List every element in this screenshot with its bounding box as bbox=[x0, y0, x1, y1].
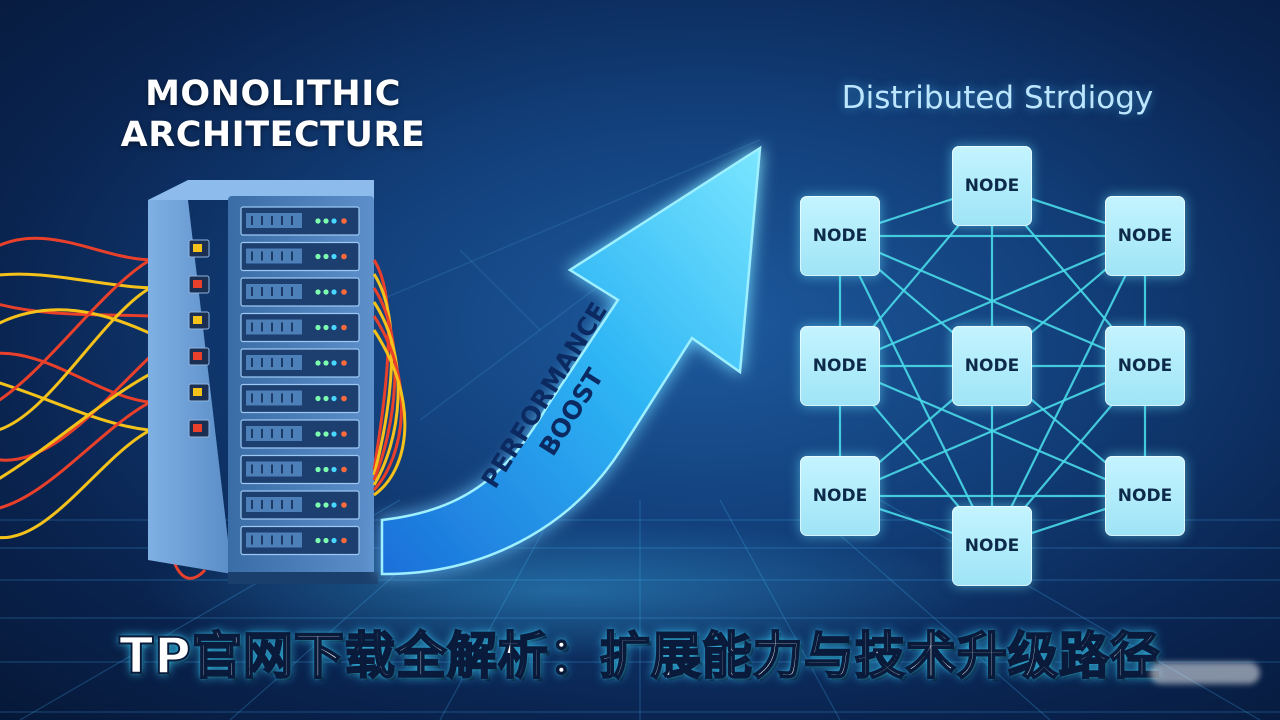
server-unit bbox=[240, 419, 360, 449]
cable bbox=[372, 273, 394, 476]
status-led bbox=[315, 502, 321, 508]
status-led bbox=[331, 537, 337, 544]
mesh-link bbox=[839, 364, 1146, 498]
node-upper-left: NODE bbox=[800, 196, 880, 276]
server-unit bbox=[240, 454, 360, 485]
status-led bbox=[331, 324, 337, 331]
port-plug bbox=[193, 244, 202, 252]
caption-title: TP官网下载全解析：扩展能力与技术升级路径 bbox=[118, 626, 1161, 686]
status-led bbox=[315, 289, 321, 295]
status-led bbox=[315, 218, 321, 224]
node-middle-left: NODE bbox=[800, 326, 880, 406]
status-led bbox=[315, 360, 321, 366]
node-center: NODE bbox=[952, 326, 1032, 406]
status-led bbox=[341, 253, 347, 260]
server-unit bbox=[240, 277, 360, 307]
server-unit bbox=[240, 490, 360, 520]
node-upper-right: NODE bbox=[1105, 196, 1185, 276]
node-middle-right: NODE bbox=[1105, 326, 1185, 406]
status-led bbox=[331, 466, 337, 473]
status-led bbox=[323, 253, 329, 260]
server-unit bbox=[240, 348, 360, 378]
status-led bbox=[341, 431, 347, 437]
server-unit bbox=[240, 312, 360, 343]
server-base bbox=[228, 572, 378, 584]
status-led bbox=[341, 289, 347, 295]
server-unit bbox=[240, 241, 360, 272]
server-unit-vent bbox=[246, 213, 302, 228]
node-bottom: NODE bbox=[952, 506, 1032, 586]
monolithic-title-line2: ARCHITECTURE bbox=[120, 115, 426, 155]
cable bbox=[372, 329, 407, 497]
node-top: NODE bbox=[952, 146, 1032, 226]
monolithic-title-line1: MONOLITHIC bbox=[145, 74, 401, 114]
status-led bbox=[341, 360, 347, 366]
status-led bbox=[315, 537, 321, 544]
status-led bbox=[323, 537, 329, 544]
server-unit bbox=[240, 525, 360, 556]
cable bbox=[372, 287, 397, 481]
cable bbox=[372, 315, 404, 492]
status-led bbox=[341, 502, 347, 508]
server-rack bbox=[148, 180, 378, 584]
server-ports bbox=[188, 239, 210, 438]
status-led bbox=[323, 502, 329, 508]
performance-arrow bbox=[380, 145, 762, 576]
server-unit-vent bbox=[246, 355, 302, 370]
status-led bbox=[315, 324, 321, 331]
server-unit-vent bbox=[246, 319, 302, 335]
status-led bbox=[341, 218, 347, 224]
server-unit-vent bbox=[246, 532, 302, 548]
watermark-blur bbox=[1150, 662, 1260, 684]
status-led bbox=[341, 537, 347, 544]
status-led bbox=[315, 466, 321, 473]
server-unit-vent bbox=[246, 248, 302, 264]
monolithic-title: MONOLITHIC ARCHITECTURE bbox=[118, 74, 428, 156]
status-led bbox=[315, 395, 321, 402]
port-plug bbox=[193, 316, 202, 324]
status-led bbox=[331, 395, 337, 402]
status-led bbox=[323, 289, 329, 295]
distributed-title: Distributed Strdiogy bbox=[841, 80, 1154, 116]
port-plug bbox=[193, 388, 202, 396]
status-led bbox=[315, 253, 321, 260]
server-unit bbox=[240, 206, 360, 236]
status-led bbox=[323, 218, 329, 224]
server-unit-vent bbox=[246, 461, 302, 477]
server-units bbox=[240, 206, 360, 556]
status-led bbox=[331, 253, 337, 260]
server-top bbox=[148, 180, 374, 200]
port-plug bbox=[193, 424, 202, 432]
status-led bbox=[331, 431, 337, 437]
status-led bbox=[341, 466, 347, 473]
status-led bbox=[341, 395, 347, 402]
status-led bbox=[323, 395, 329, 402]
status-led bbox=[331, 502, 337, 508]
status-led bbox=[331, 289, 337, 295]
status-led bbox=[331, 360, 337, 366]
mesh-link bbox=[839, 235, 993, 547]
mesh-link bbox=[839, 234, 1146, 368]
status-led bbox=[315, 431, 321, 437]
status-led bbox=[341, 324, 347, 331]
status-led bbox=[323, 431, 329, 437]
server-unit-vent bbox=[246, 284, 302, 299]
port-plug bbox=[193, 280, 202, 288]
status-led bbox=[323, 360, 329, 366]
status-led bbox=[331, 218, 337, 224]
cables-right bbox=[372, 259, 407, 497]
node-lower-right: NODE bbox=[1105, 456, 1185, 536]
server-unit-vent bbox=[246, 426, 302, 441]
server-unit bbox=[240, 383, 360, 414]
mesh-link bbox=[991, 235, 1146, 547]
cable bbox=[372, 301, 400, 486]
node-lower-left: NODE bbox=[800, 456, 880, 536]
status-led bbox=[323, 324, 329, 331]
server-unit-vent bbox=[246, 497, 302, 512]
port-plug bbox=[193, 352, 202, 360]
status-led bbox=[323, 466, 329, 473]
server-unit-vent bbox=[246, 390, 302, 406]
